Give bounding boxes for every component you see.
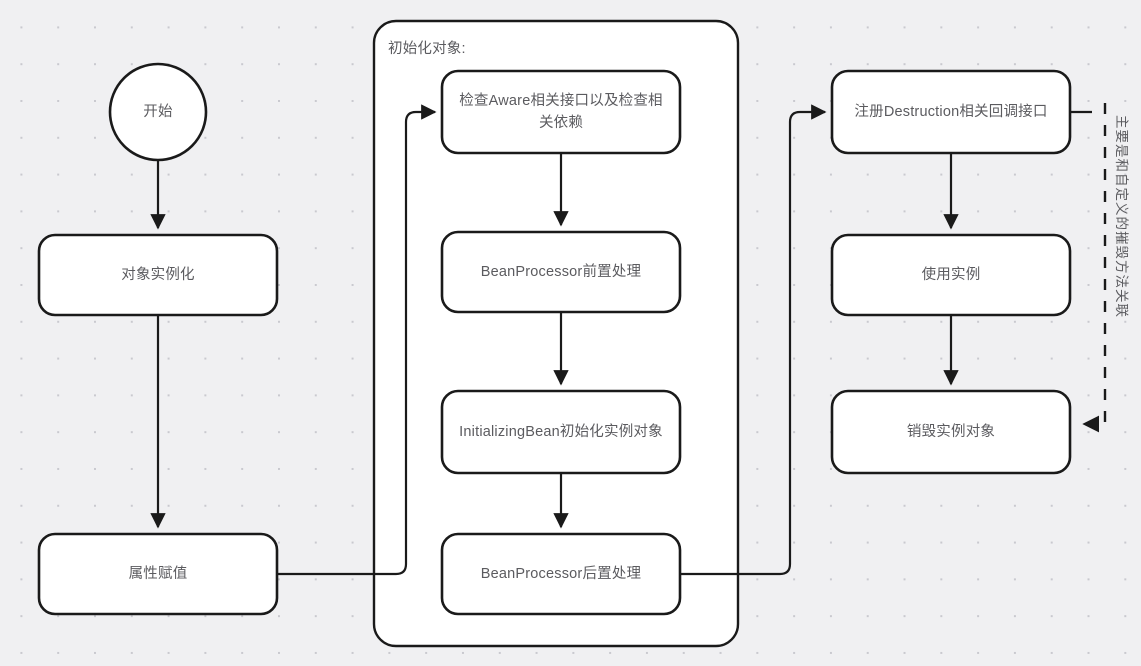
node-aware[interactable] xyxy=(440,69,682,155)
node-bpp-before[interactable] xyxy=(440,230,682,314)
node-bpp-after[interactable] xyxy=(440,532,682,616)
node-populate[interactable] xyxy=(37,532,279,616)
destruction-note-label: 主要是和自定义的摧毁方法关联 xyxy=(1114,115,1129,318)
edge-bpp-after-to-register-destruction xyxy=(680,104,827,576)
node-start[interactable] xyxy=(108,62,208,162)
node-init-bean[interactable] xyxy=(440,389,682,475)
edge-register-to-destroy-dashed xyxy=(1082,103,1107,433)
node-instantiate[interactable] xyxy=(37,233,279,317)
node-use-instance[interactable] xyxy=(830,233,1072,317)
node-register-destruction[interactable] xyxy=(830,69,1072,155)
init-group-container xyxy=(372,19,740,648)
init-group-title: 初始化对象: xyxy=(388,41,466,57)
edge-populate-to-aware xyxy=(277,104,437,576)
node-destroy-instance[interactable] xyxy=(830,389,1072,475)
